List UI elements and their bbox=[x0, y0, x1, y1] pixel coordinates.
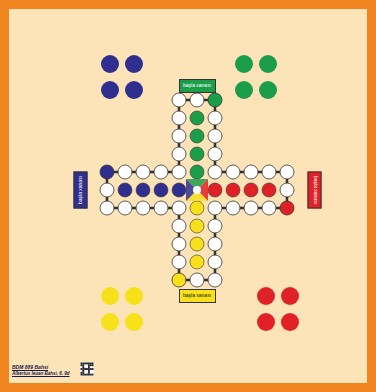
track-field bbox=[280, 165, 294, 179]
goal-field bbox=[172, 183, 186, 197]
track-field bbox=[208, 147, 222, 161]
start-label: başla xanası bbox=[179, 79, 216, 93]
goal-field bbox=[244, 183, 258, 197]
start-label-text: başla xanası bbox=[77, 176, 83, 204]
goal-field bbox=[154, 183, 168, 197]
track-field bbox=[226, 201, 240, 215]
waiting-field bbox=[125, 81, 143, 99]
track-field bbox=[208, 165, 222, 179]
goal-field bbox=[190, 219, 204, 233]
goal-field bbox=[226, 183, 240, 197]
waiting-field bbox=[281, 313, 299, 331]
track-field bbox=[172, 111, 186, 125]
waiting-field bbox=[281, 287, 299, 305]
goal-field bbox=[190, 165, 204, 179]
track-field bbox=[280, 201, 294, 215]
track-field bbox=[244, 165, 258, 179]
track-field bbox=[136, 165, 150, 179]
track-line bbox=[107, 100, 287, 280]
track-field bbox=[172, 165, 186, 179]
waiting-field bbox=[101, 287, 119, 305]
track-field bbox=[190, 93, 204, 107]
goal-field bbox=[136, 183, 150, 197]
waiting-field bbox=[235, 55, 253, 73]
track-field bbox=[100, 165, 114, 179]
goal-field bbox=[190, 201, 204, 215]
track-field bbox=[172, 237, 186, 251]
goal-field bbox=[262, 183, 276, 197]
track-field bbox=[208, 219, 222, 233]
goal-field bbox=[190, 237, 204, 251]
start-label: başla xanası bbox=[307, 172, 321, 209]
waiting-field bbox=[101, 81, 119, 99]
track-field bbox=[136, 201, 150, 215]
goal-field bbox=[190, 129, 204, 143]
track-field bbox=[226, 165, 240, 179]
track-field bbox=[154, 201, 168, 215]
track-field bbox=[262, 165, 276, 179]
track-field bbox=[280, 183, 294, 197]
goal-field bbox=[208, 183, 222, 197]
track-field bbox=[208, 129, 222, 143]
start-label: başla xanası bbox=[73, 172, 87, 209]
track-field bbox=[118, 165, 132, 179]
waiting-field bbox=[235, 81, 253, 99]
start-label-text: başla xanası bbox=[183, 293, 211, 299]
track-field bbox=[172, 219, 186, 233]
track-field bbox=[172, 129, 186, 143]
track-field bbox=[244, 201, 258, 215]
track-field bbox=[172, 201, 186, 215]
credit-text: Albertus Ieuan Bahsi, 6. 9d bbox=[12, 371, 70, 376]
track-field bbox=[190, 273, 204, 287]
waiting-field bbox=[125, 313, 143, 331]
track-field bbox=[208, 237, 222, 251]
waiting-field bbox=[101, 313, 119, 331]
start-label-text: başla xanası bbox=[183, 83, 211, 89]
goal-field bbox=[190, 255, 204, 269]
waiting-field bbox=[259, 55, 277, 73]
track-field bbox=[100, 201, 114, 215]
track-field bbox=[118, 201, 132, 215]
goal-field bbox=[118, 183, 132, 197]
board-ground bbox=[9, 9, 367, 383]
start-label: başla xanası bbox=[179, 289, 216, 303]
credit-text: BDM 889 Bahsi bbox=[12, 364, 48, 370]
waiting-field bbox=[259, 81, 277, 99]
track-field bbox=[100, 183, 114, 197]
waiting-field bbox=[125, 287, 143, 305]
emblem-centre bbox=[193, 186, 201, 194]
goal-field bbox=[190, 147, 204, 161]
track-field bbox=[208, 111, 222, 125]
track-field bbox=[208, 273, 222, 287]
track-field bbox=[208, 255, 222, 269]
waiting-field bbox=[125, 55, 143, 73]
waiting-field bbox=[257, 313, 275, 331]
waiting-field bbox=[101, 55, 119, 73]
qr-code bbox=[80, 362, 94, 376]
track-field bbox=[208, 93, 222, 107]
track-field bbox=[172, 273, 186, 287]
start-label-text: başla xanası bbox=[311, 176, 317, 204]
track-field bbox=[262, 201, 276, 215]
track-field bbox=[172, 93, 186, 107]
waiting-field bbox=[257, 287, 275, 305]
track-field bbox=[154, 165, 168, 179]
track-field bbox=[172, 147, 186, 161]
track-field bbox=[208, 201, 222, 215]
track-field bbox=[172, 255, 186, 269]
goal-field bbox=[190, 111, 204, 125]
centre-emblem bbox=[186, 179, 208, 201]
